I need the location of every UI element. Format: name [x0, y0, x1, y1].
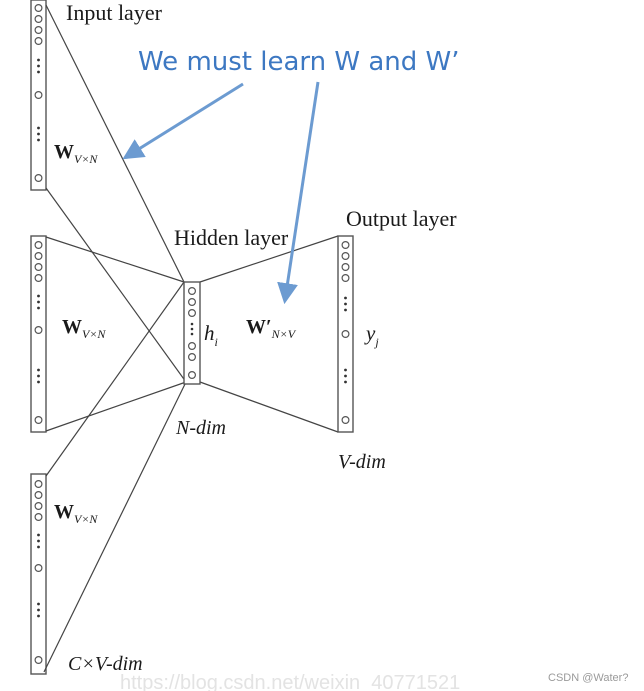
weight-label-input-3: WV×N [54, 501, 98, 526]
weight-label-output: W′N×V [246, 316, 297, 341]
arrow-to-output-weights [277, 81, 320, 305]
hidden-layer-neurons [188, 287, 197, 380]
input-layer-1-neurons [34, 3, 43, 183]
hidden-layer [183, 281, 201, 385]
output-layer-box [337, 235, 354, 433]
weight-label-input-1: WV×N [54, 141, 98, 166]
weight-subscript: V×N [74, 152, 98, 166]
weight-symbol: W [62, 316, 82, 338]
edge-hidden-output-bottom [199, 381, 339, 433]
input-layer-1-ellipsis [37, 58, 40, 142]
input-layer-3-ellipsis [37, 533, 40, 618]
hidden-unit-symbol: h [204, 321, 215, 345]
output-dim-label: V-dim [338, 451, 386, 473]
input-dim-label: C×V-dim [68, 653, 143, 675]
input-layer-2 [30, 235, 47, 433]
input-layer-3 [30, 473, 47, 675]
edge-input2-bottom [45, 381, 187, 432]
annotation-arrows [122, 81, 320, 305]
input-layer-label: Input layer [66, 0, 163, 25]
output-layer-label: Output layer [346, 206, 457, 231]
edge-hidden-output-top [199, 235, 339, 283]
input-layer-1-box [30, 0, 47, 191]
input-layer-2-neurons [34, 241, 43, 425]
output-layer [337, 235, 354, 433]
weight-label-input-2: WV×N [62, 316, 106, 341]
hidden-unit-subscript: i [215, 335, 218, 349]
edge-input1-to-hidden-bottom [45, 187, 187, 383]
hidden-dim-label: N-dim [175, 417, 226, 439]
output-unit-subscript: j [373, 335, 379, 349]
output-weight-symbol: W′ [246, 316, 272, 338]
csdn-watermark: CSDN @Water? [548, 672, 628, 684]
weight-subscript: V×N [82, 327, 106, 341]
output-unit-symbol: y [364, 321, 376, 345]
input-layer-3-box [30, 473, 47, 675]
output-weight-subscript: N×V [271, 327, 297, 341]
input-layer-2-ellipsis [37, 294, 40, 384]
output-unit-label: yj [364, 321, 379, 349]
weight-symbol: W [54, 141, 74, 163]
input-layer-1 [30, 0, 47, 191]
weight-symbol: W [54, 501, 74, 523]
edge-input3-top [45, 281, 185, 477]
output-layer-neurons [341, 241, 350, 425]
arrow-to-input-weights [122, 82, 244, 160]
output-layer-ellipsis [344, 296, 347, 384]
weight-subscript: V×N [74, 512, 98, 526]
connection-lines [43, 4, 339, 673]
annotation-text: We must learn W and W’ [138, 47, 460, 77]
hidden-unit-label: hi [204, 321, 218, 349]
faint-url-watermark: https://blog.csdn.net/weixin_40771521 [120, 672, 460, 691]
edge-input1-to-hidden [45, 4, 185, 283]
edge-input3-bottom [43, 381, 187, 673]
hidden-layer-ellipsis [190, 322, 194, 336]
edge-input2-top [45, 236, 185, 283]
hidden-layer-label: Hidden layer [174, 225, 289, 250]
input-layer-3-neurons [34, 480, 43, 664]
